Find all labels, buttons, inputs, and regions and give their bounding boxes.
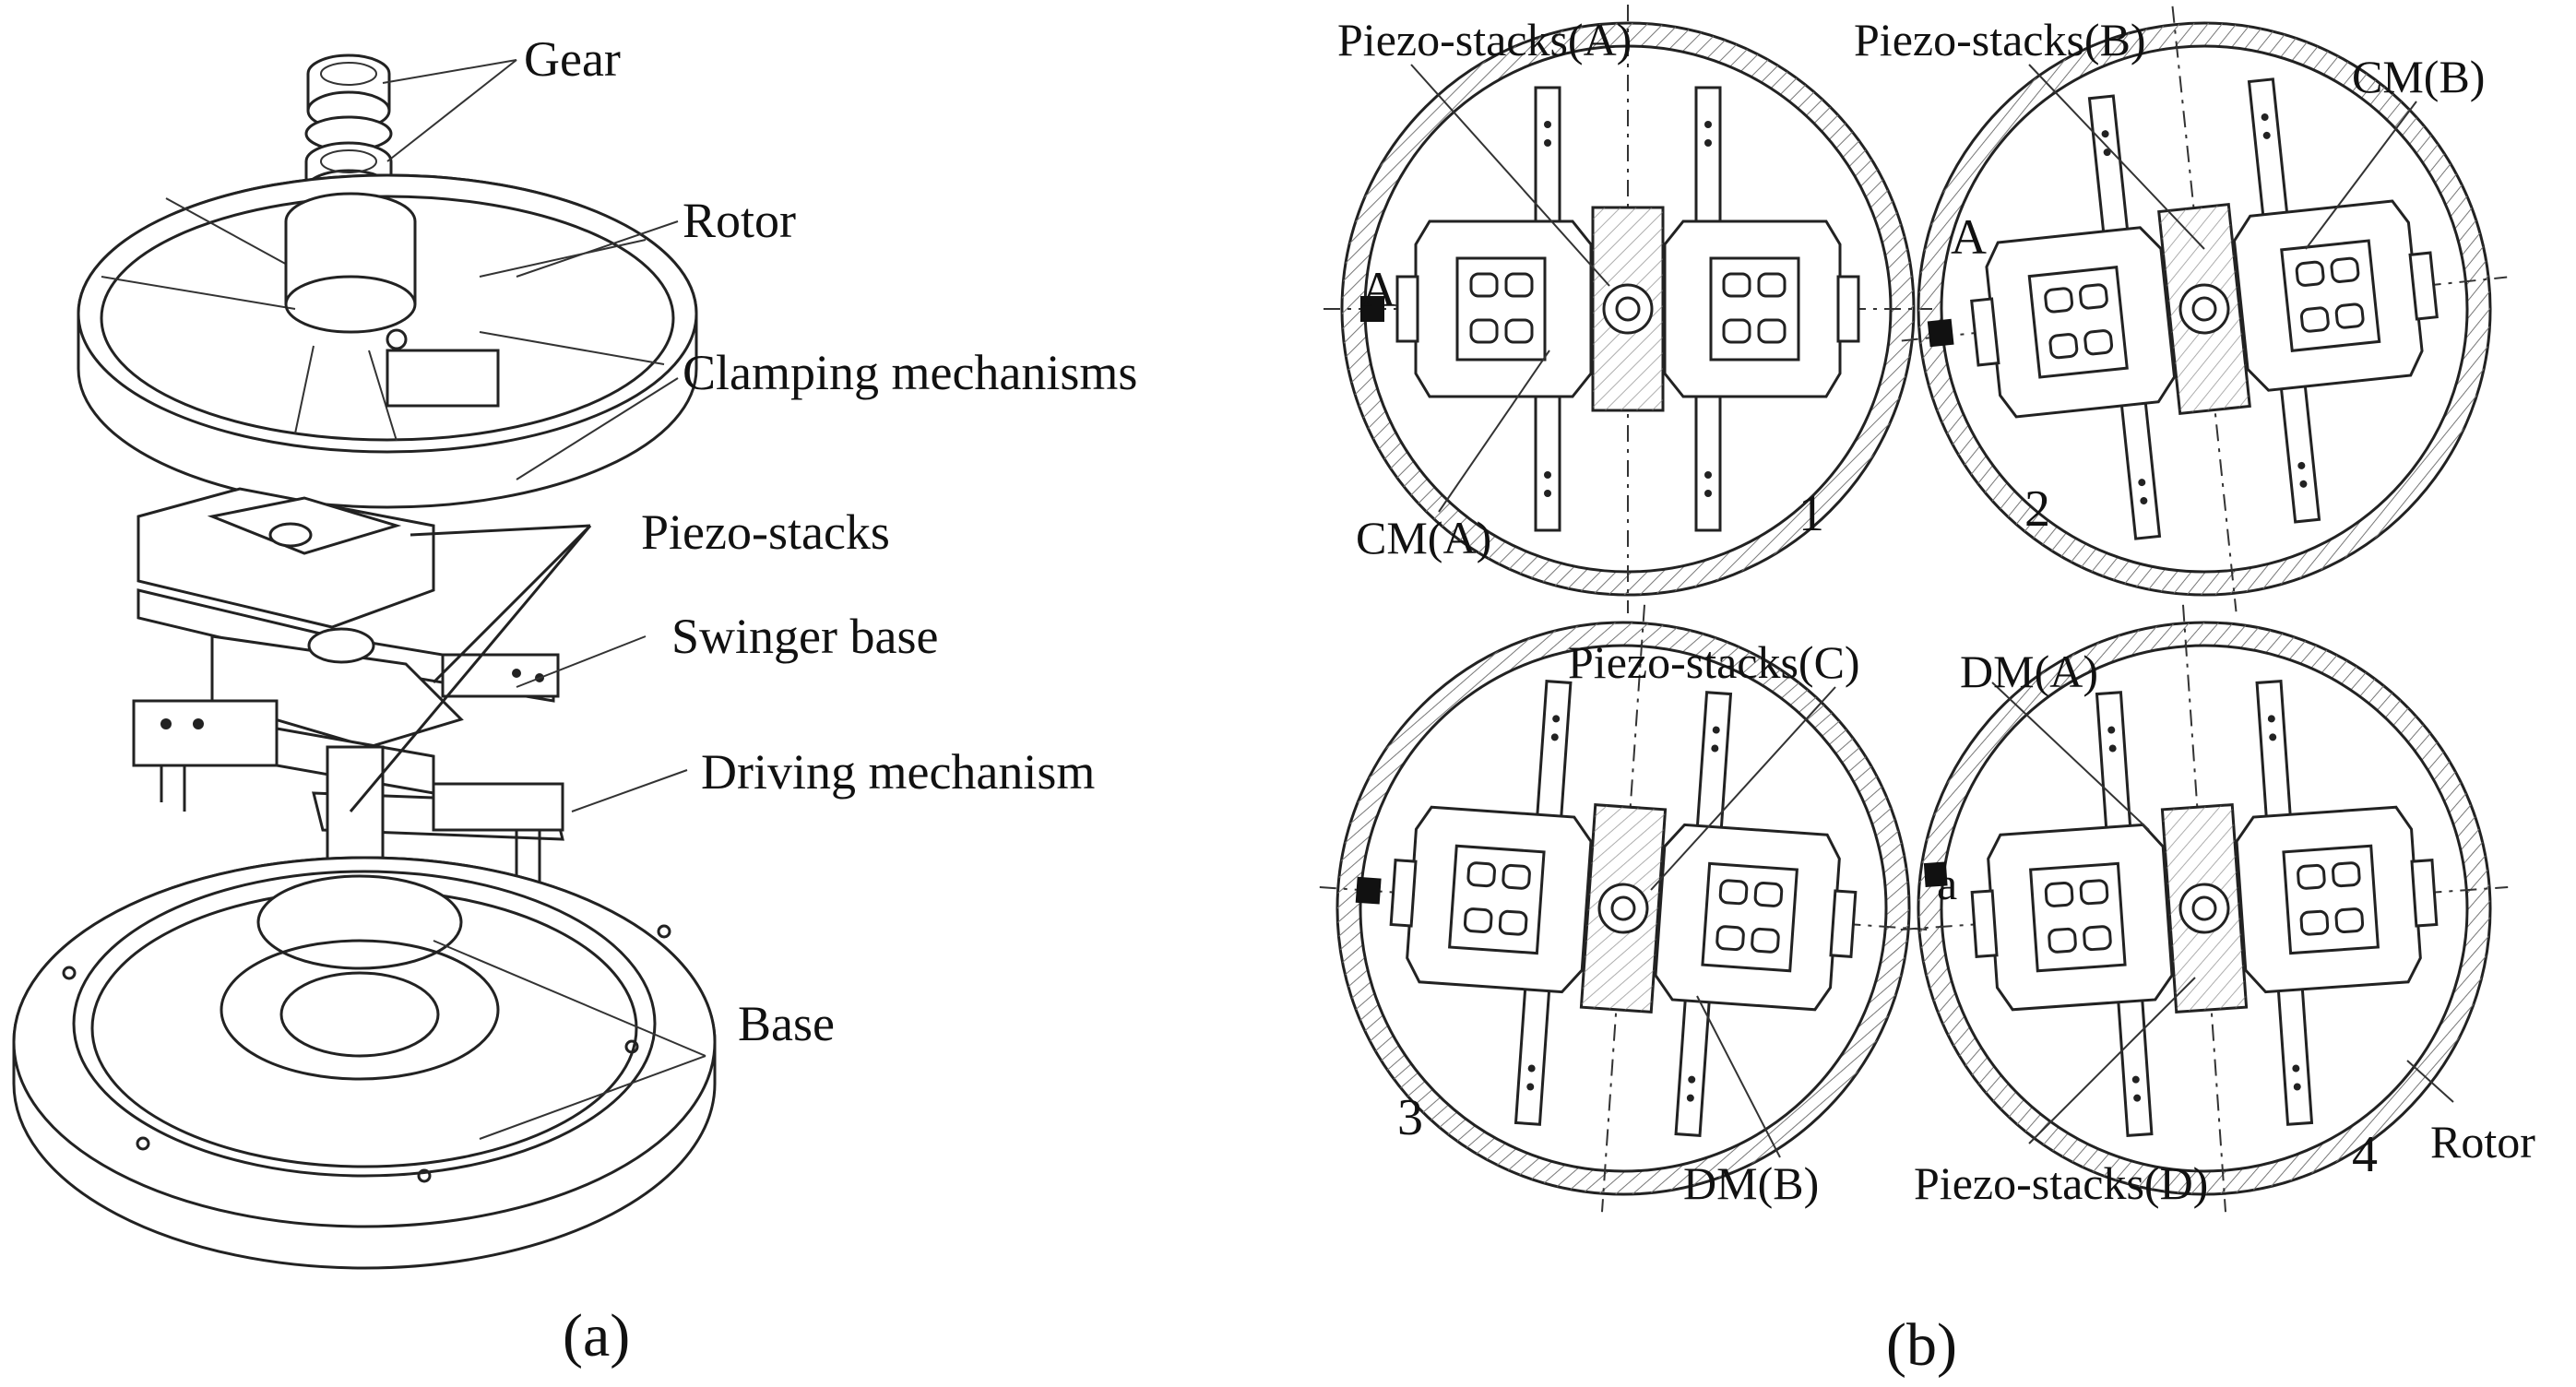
leader-lines-b (1410, 64, 2454, 1158)
stage-1-drawing (1322, 3, 1934, 615)
base-drawing (12, 856, 717, 1270)
caption-b: (b) (1886, 1311, 1957, 1379)
label-clamping-mechanisms: Clamping mechanisms (683, 345, 1137, 400)
rotor-drawing (77, 173, 698, 509)
label-point-a-1: A (1360, 262, 1396, 317)
stage-views: Piezo-stacks(A) Piezo-stacks(B) CM(B) CM… (1297, 0, 2541, 1379)
label-cm-a: CM(A) (1356, 512, 1491, 563)
label-cm-b: CM(B) (2352, 51, 2485, 102)
label-dm-b: DM(B) (1683, 1157, 1819, 1209)
step-number-3: 3 (1397, 1089, 1423, 1146)
driving-mechanism-drawing (132, 699, 564, 885)
label-piezo-stacks-d: Piezo-stacks(D) (1914, 1157, 2208, 1209)
label-dm-a: DM(A) (1960, 646, 2098, 697)
clamping-mechanism-drawing (137, 487, 435, 629)
label-piezo-stacks-b: Piezo-stacks(B) (1854, 14, 2146, 65)
stage-2-drawing (1868, 0, 2541, 646)
label-swinger-base: Swinger base (671, 609, 938, 664)
label-rotor-b: Rotor (2430, 1116, 2535, 1168)
label-point-a-4: a (1937, 858, 1957, 909)
label-base: Base (738, 996, 835, 1051)
label-piezo-stacks-a: Piezo-stacks(A) (1337, 14, 1632, 65)
label-driving-mechanism: Driving mechanism (701, 744, 1095, 800)
label-piezo-stacks: Piezo-stacks (641, 504, 890, 560)
label-rotor: Rotor (683, 193, 796, 248)
stage-3-drawing (1297, 582, 1950, 1235)
leader-lines-a (349, 59, 706, 1140)
caption-a: (a) (563, 1302, 630, 1369)
step-number-2: 2 (2024, 480, 2050, 538)
exploded-view-drawing: Gear Rotor Clamping mechanisms Piezo-sta… (12, 31, 1137, 1369)
step-number-4: 4 (2352, 1126, 2378, 1183)
step-number-1: 1 (1798, 485, 1824, 542)
label-point-a-2: A (1951, 209, 1987, 265)
label-piezo-stacks-c: Piezo-stacks(C) (1568, 636, 1860, 688)
stage-4-drawing (1878, 582, 2531, 1235)
label-gear: Gear (524, 31, 621, 87)
